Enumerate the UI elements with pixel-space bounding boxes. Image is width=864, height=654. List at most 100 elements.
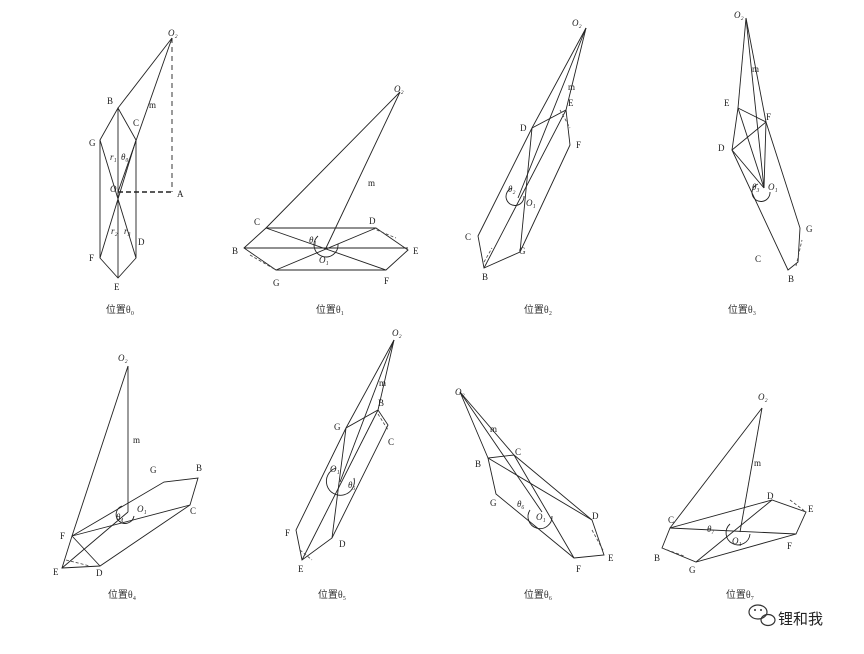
panel-7-point-label: O₂	[758, 392, 768, 402]
panel-3-caption: 位置θ₃	[728, 303, 756, 316]
panel-2-point-label: G	[519, 246, 526, 256]
panel-theta7-lines	[661, 407, 807, 563]
panel-5-point-label: F	[285, 528, 290, 538]
panel-3-point-label: θ₃	[752, 182, 760, 192]
panel-6-point-label: B	[475, 459, 481, 469]
panel-2-point-label: θ₂	[508, 184, 516, 194]
panel-5-point-label: D	[339, 539, 346, 549]
panel-2-point-label: E	[568, 98, 574, 108]
panel-6-point-label: O₁	[536, 512, 546, 522]
panel-0-point-label: m	[149, 100, 156, 110]
panel-0-point-label: C	[133, 118, 139, 128]
panel-0-point-label: F	[89, 253, 94, 263]
panel-7-point-label: F	[787, 541, 792, 551]
panel-4-point-label: O₂	[118, 353, 128, 363]
panel-theta1-lines	[243, 91, 409, 271]
panel-6-point-label: E	[608, 553, 614, 563]
panel-2-point-label: C	[465, 232, 471, 242]
panel-0-caption: 位置θ₀	[106, 303, 135, 316]
panel-theta2-lines	[477, 27, 587, 269]
panel-6-caption: 位置θ₆	[524, 588, 553, 601]
panel-5-point-label: m	[379, 378, 386, 388]
panel-2-point-label: D	[520, 123, 527, 133]
panel-6-point-label: m	[490, 424, 497, 434]
panel-7-point-label: B	[654, 553, 660, 563]
panel-4-point-label: B	[196, 463, 202, 473]
panel-2-point-label: O₂	[572, 18, 582, 28]
panel-6-point-label: θ₆	[517, 499, 525, 509]
panel-4-point-label: θ₄	[116, 512, 124, 522]
panel-3-point-label: O₂	[734, 10, 744, 20]
panel-4-point-label: m	[133, 435, 140, 445]
dashed-offsets	[65, 109, 807, 567]
panel-4-caption: 位置θ₄	[108, 588, 137, 601]
panel-4-point-label: D	[96, 568, 103, 578]
panel-4-point-label: O₁	[137, 504, 147, 514]
watermark-text: 锂和我	[778, 610, 823, 628]
panel-7-point-label: D	[767, 491, 774, 501]
panel-2-point-label: O₁	[526, 198, 536, 208]
panel-1-caption: 位置θ₁	[316, 303, 344, 316]
panel-0-point-label: r₁	[110, 152, 117, 162]
panel-1-point-label: θ₁	[309, 235, 317, 245]
panel-7-point-label: C	[668, 515, 674, 525]
panel-0-point-label: r₃	[124, 226, 131, 236]
panel-3-point-label: E	[724, 98, 730, 108]
panel-0-point-label: r₂	[111, 226, 118, 236]
panel-3-point-label: O₁	[768, 182, 778, 192]
panel-0-point-label: O₂	[168, 28, 178, 38]
panel-6-point-label: F	[576, 564, 581, 574]
panel-1-point-label: D	[369, 216, 376, 226]
panel-5-point-label: C	[388, 437, 394, 447]
panel-1-point-label: C	[254, 217, 260, 227]
panel-1-point-label: m	[368, 178, 375, 188]
panel-captions: 位置θ₀ 位置θ₁ 位置θ₂ 位置θ₃ 位置θ₄ 位置θ₅ 位置θ₆ 位置θ₇	[106, 303, 756, 601]
panel-7-point-label: G	[689, 565, 696, 575]
panel-4-point-label: F	[60, 531, 65, 541]
panel-7-caption: 位置θ₇	[726, 588, 754, 601]
panel-6-point-label: G	[490, 498, 497, 508]
panel-0-point-label: O₁	[110, 184, 120, 194]
panel-3-point-label: m	[752, 64, 759, 74]
panel-0-point-label: E	[114, 282, 120, 292]
panel-1-point-label: E	[413, 246, 419, 256]
panel-2-point-label: F	[576, 140, 581, 150]
panel-theta0-lines	[99, 37, 173, 279]
panel-1-point-label: F	[384, 276, 389, 286]
panel-7-point-label: E	[808, 504, 814, 514]
panel-0-point-label: θ₀	[121, 152, 129, 162]
panel-theta5-lines	[295, 339, 395, 561]
panel-4-point-label: G	[150, 465, 157, 475]
panel-6-point-label: D	[592, 511, 599, 521]
panel-0-point-label: D	[138, 237, 145, 247]
panel-5-point-label: G	[334, 422, 341, 432]
panel-7-point-label: O₁	[732, 536, 742, 546]
panel-theta3-lines	[731, 17, 801, 271]
panel-0-point-label: G	[89, 138, 96, 148]
wechat-icon	[748, 604, 776, 627]
panel-5-point-label: B	[378, 398, 384, 408]
panel-1-point-label: O₁	[319, 255, 329, 265]
panel-5-point-label: θ₅	[348, 480, 356, 490]
panel-3-point-label: F	[766, 112, 771, 122]
panel-0-point-label: A	[177, 189, 184, 199]
panel-1-point-label: O₂	[394, 84, 404, 94]
panel-0-point-label: B	[107, 96, 113, 106]
panel-5-point-label: E	[298, 564, 304, 574]
panel-2-point-label: B	[482, 272, 488, 282]
panel-3-point-label: B	[788, 274, 794, 284]
panel-6-point-label: C	[515, 447, 521, 457]
panel-theta4-lines	[61, 365, 199, 569]
panel-7-point-label: θ₇	[707, 524, 715, 534]
panel-5-point-label: O₁	[330, 464, 340, 474]
panel-1-point-label: G	[273, 278, 280, 288]
panel-4-point-label: C	[190, 506, 196, 516]
panel-2-caption: 位置θ₂	[524, 303, 552, 316]
panel-3-point-label: C	[755, 254, 761, 264]
panel-theta6-lines	[459, 391, 605, 559]
panel-5-caption: 位置θ₅	[318, 588, 346, 601]
panel-3-point-label: D	[718, 143, 725, 153]
panel-3-point-label: G	[806, 224, 813, 234]
panel-6-point-label: O₂	[455, 387, 465, 397]
